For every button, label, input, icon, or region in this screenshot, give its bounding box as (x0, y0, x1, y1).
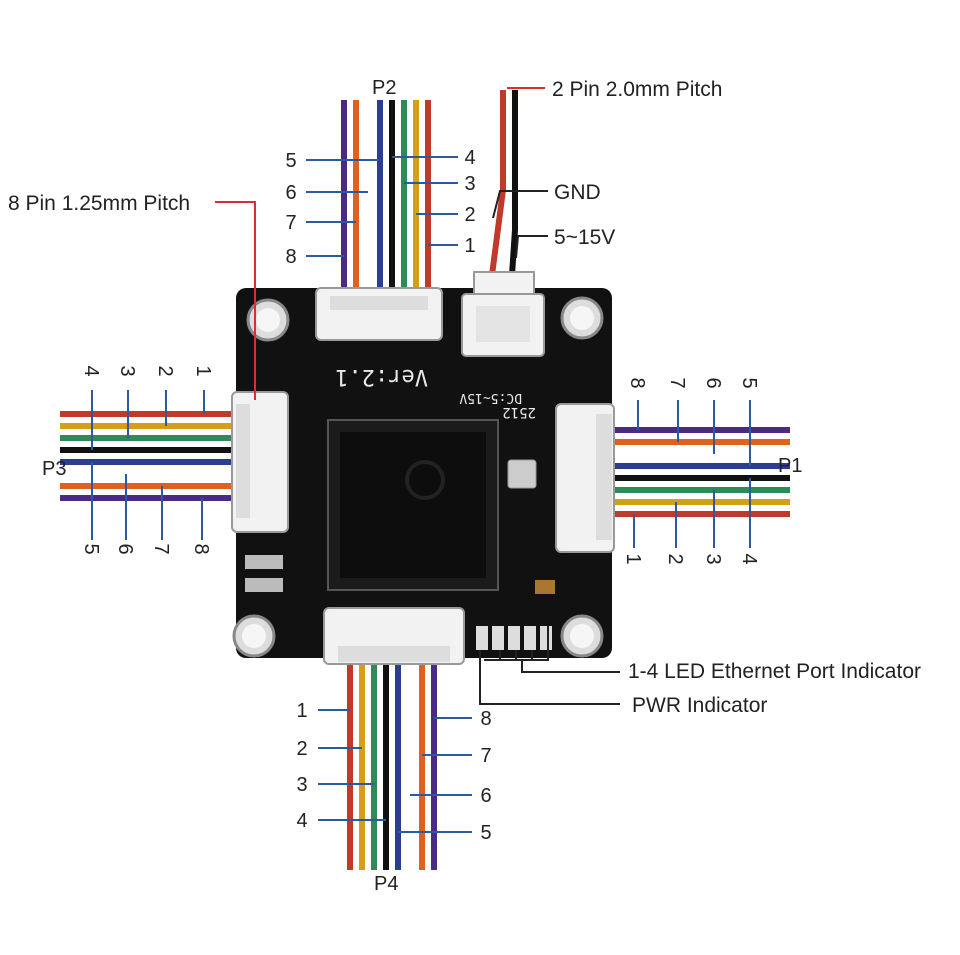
pin-number-label: 5 (285, 150, 296, 172)
pin-number-label: 8 (480, 708, 491, 730)
p1-connector (555, 403, 615, 553)
pin-number-label: 4 (464, 147, 475, 169)
p3-connector (231, 391, 289, 533)
chip-code-silkscreen: 2512 (502, 404, 536, 420)
pwr-indicator-label: PWR Indicator (632, 694, 767, 717)
voltage-label: 5~15V (554, 226, 615, 249)
pin-number-label: 2 (154, 365, 176, 376)
port-label-p2: P2 (372, 77, 396, 99)
callout-lines (215, 87, 620, 705)
pin-number-label: 4 (738, 553, 760, 564)
main-chip (327, 419, 499, 591)
power-wires (489, 90, 518, 276)
pin-number-label: 7 (480, 745, 491, 767)
pin-number-label: 6 (480, 785, 491, 807)
pin-number-label: 3 (464, 173, 475, 195)
port-label-p3: P3 (42, 458, 66, 480)
pin-number-label: 1 (464, 235, 475, 257)
pin-number-label: 1 (296, 700, 307, 722)
pin-number-label: 8 (285, 246, 296, 268)
led-indicator-label: 1-4 LED Ethernet Port Indicator (628, 660, 921, 683)
power-connector-housing (461, 271, 545, 357)
pin-number-label: 4 (80, 365, 102, 376)
pin-number-label: 1 (622, 553, 644, 564)
pin-number-label: 6 (702, 377, 724, 388)
power-connector-label: 2 Pin 2.0mm Pitch (552, 78, 722, 101)
pin-number-label: 7 (666, 377, 688, 388)
p2-connector (315, 287, 443, 341)
port-label-p1: P1 (778, 455, 802, 477)
pin-number-label: 7 (285, 212, 296, 234)
pin-number-label: 2 (464, 204, 475, 226)
voltage-callout (515, 235, 548, 259)
p3-wire-bundle (60, 411, 240, 501)
pcb-board: Ver:2.1 DC:5~15V 2512 (232, 288, 612, 658)
pin-number-labels: 5 6 7 8 4 3 2 1 1 2 3 4 8 7 6 5 4 3 2 1 5 6 7 8 8 7 6 5 1 2 3 4 (80, 147, 760, 844)
signal-connector-callout (215, 201, 256, 400)
led-row (476, 626, 552, 650)
port-label-p4: P4 (374, 873, 398, 895)
pin-number-label: 6 (285, 182, 296, 204)
version-silkscreen: Ver:2.1 (335, 364, 428, 389)
pin-number-label: 6 (114, 543, 136, 554)
p2-wire-bundle (341, 100, 431, 290)
signal-connector-label: 8 Pin 1.25mm Pitch (8, 192, 190, 215)
led-bracket (484, 626, 549, 661)
capacitor (245, 555, 283, 569)
gnd-callout (492, 190, 548, 219)
resistor (535, 580, 555, 594)
pin-number-label: 4 (296, 810, 307, 832)
pin-number-label: 3 (116, 365, 138, 376)
pin-leaders (91, 156, 751, 833)
pin-number-label: 8 (626, 377, 648, 388)
pin-number-label: 3 (702, 553, 724, 564)
p4-wire-bundle (347, 664, 437, 870)
pin-number-label: 2 (296, 738, 307, 760)
dc-rating-silkscreen: DC:5~15V (459, 390, 522, 405)
pin-number-label: 7 (150, 543, 172, 554)
pin-number-label: 8 (190, 543, 212, 554)
gnd-label: GND (554, 181, 601, 204)
pin-number-label: 1 (192, 365, 214, 376)
capacitor (245, 578, 283, 592)
pin-number-label: 5 (738, 377, 760, 388)
pin-number-label: 5 (480, 822, 491, 844)
p1-wire-bundle (610, 427, 790, 517)
mounting-holes (232, 296, 604, 658)
p4-connector (323, 607, 465, 665)
pwr-callout (479, 650, 620, 705)
crystal-oscillator (507, 459, 537, 489)
led-callout (521, 660, 620, 673)
pin-number-label: 2 (664, 553, 686, 564)
pin-number-label: 5 (80, 543, 102, 554)
pin-number-label: 3 (296, 774, 307, 796)
